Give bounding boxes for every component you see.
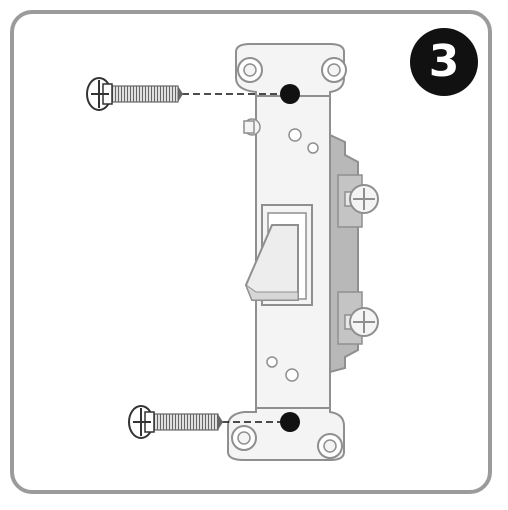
step-number: 3	[428, 36, 460, 87]
bottom-mounting-screw-icon	[128, 405, 223, 439]
top-mounting-screw-icon	[86, 77, 183, 111]
toggle-switch-icon	[244, 204, 313, 306]
terminal-bracket	[329, 133, 363, 374]
terminal-screw-top-icon	[344, 184, 379, 214]
top-mounting-hole	[280, 84, 300, 104]
bottom-mounting-hole	[280, 412, 300, 432]
terminal-screw-bottom-icon	[344, 307, 379, 337]
step-number-badge: 3	[410, 28, 478, 96]
